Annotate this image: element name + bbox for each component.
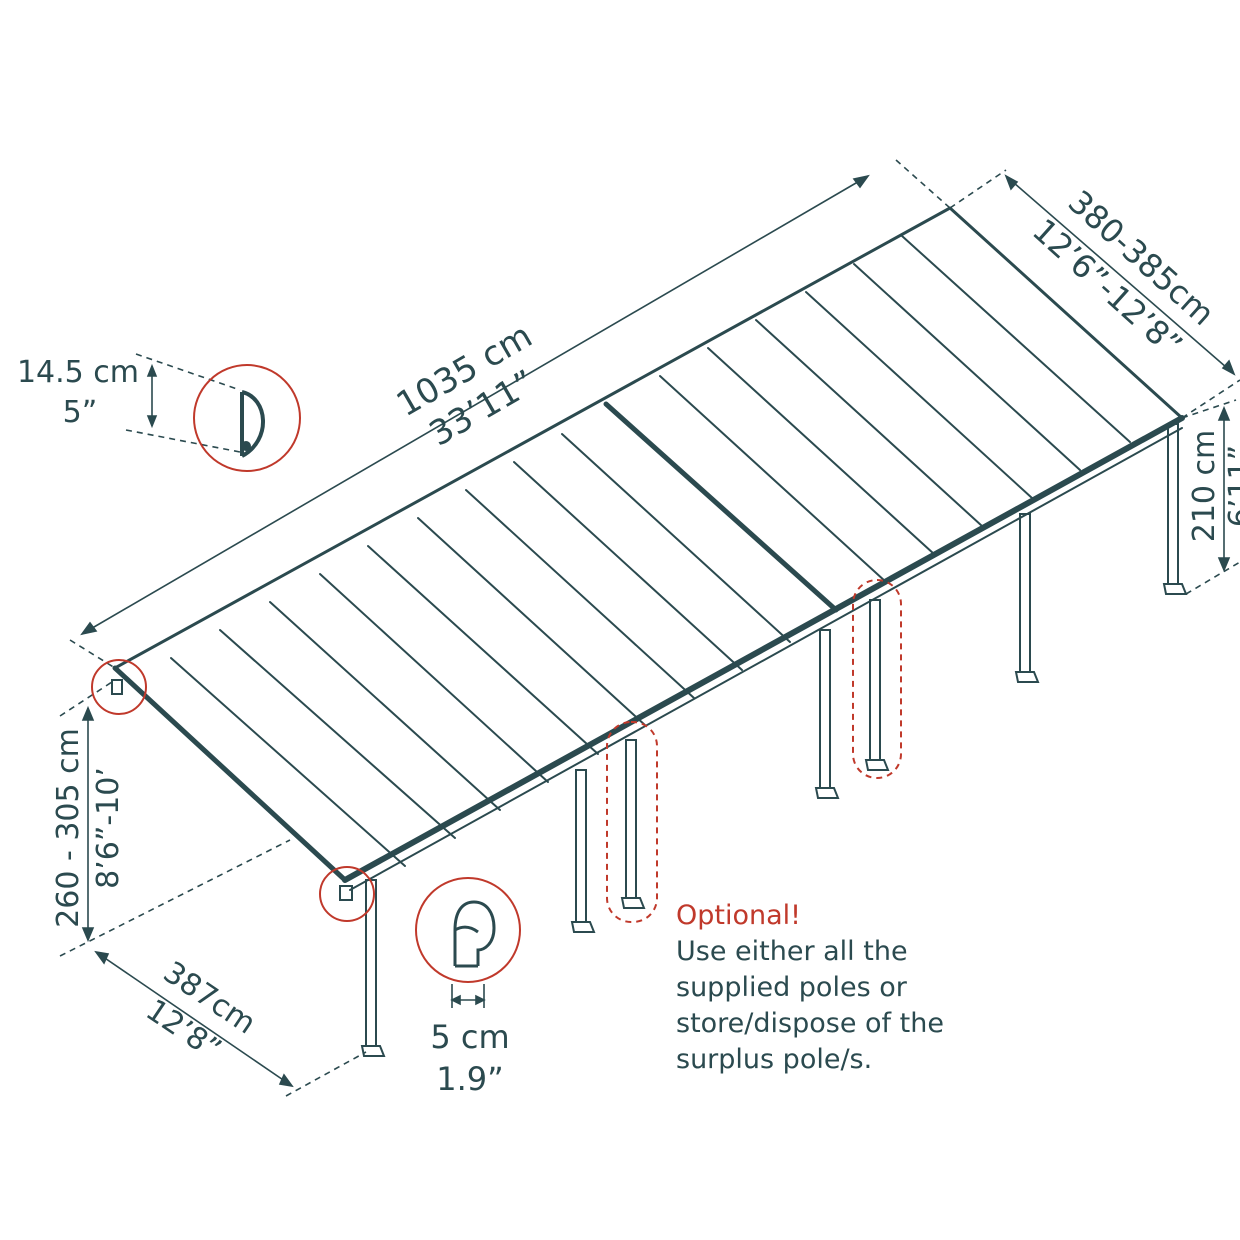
front-height-cm-label: 260 - 305 cm: [51, 728, 86, 928]
gutter-cm-label: 14.5 cm: [17, 355, 139, 390]
optional-note: Optional! Use either all the supplied po…: [676, 900, 944, 1075]
front-gutter: [342, 415, 1185, 883]
left-rafter: [112, 665, 348, 883]
roof-outline: [113, 206, 1184, 882]
note-line-1: Use either all the: [676, 936, 908, 967]
dimension-lines: [59, 159, 1240, 1097]
optional-highlight-2: [852, 579, 902, 779]
pole-4: [1014, 513, 1040, 683]
optional-highlight-1: [606, 721, 658, 923]
optional-highlights: [606, 579, 902, 923]
corner-detail-bottom: [319, 866, 375, 922]
note-line-3: store/dispose of the: [676, 1008, 944, 1039]
pole-optional-2: [864, 599, 890, 771]
length-dimension: [81, 175, 869, 635]
pole-optional-1: [620, 739, 646, 909]
bracket-detail-icon: [111, 679, 123, 695]
gutter-profile-icon: [240, 390, 265, 458]
pole-front-left: [360, 879, 386, 1057]
pole-3: [814, 629, 840, 799]
pole-ft-label: 1.9”: [436, 1060, 503, 1098]
gutter-detail: [193, 364, 301, 472]
pole-detail: [415, 877, 521, 983]
back-height-cm-label: 210 cm: [1187, 430, 1222, 543]
note-line-4: surplus pole/s.: [676, 1044, 872, 1075]
poles: [360, 423, 1188, 1057]
pole-cm-label: 5 cm: [430, 1018, 509, 1056]
back-height-ft-label: 6’11”: [1223, 445, 1240, 527]
roof: [112, 206, 1185, 891]
pole-back-right: [1162, 423, 1188, 595]
middle-rafter: [603, 401, 839, 613]
pole-profile-icon: [453, 900, 496, 968]
width-dimension: [1005, 175, 1235, 375]
note-title: Optional!: [676, 900, 801, 931]
pole-2: [570, 769, 596, 933]
dimension-labels: 1035 cm 33’11” 380-385cm 12’6”-12’8” 210…: [17, 183, 1240, 1098]
gutter-ft-label: 5”: [63, 395, 98, 430]
roof-panels: [170, 235, 1131, 867]
note-line-2: supplied poles or: [676, 972, 908, 1003]
corner-detail-top: [91, 659, 147, 715]
front-height-ft-label: 8’6”-10’: [91, 767, 126, 889]
depth-dimension: [95, 951, 293, 1087]
